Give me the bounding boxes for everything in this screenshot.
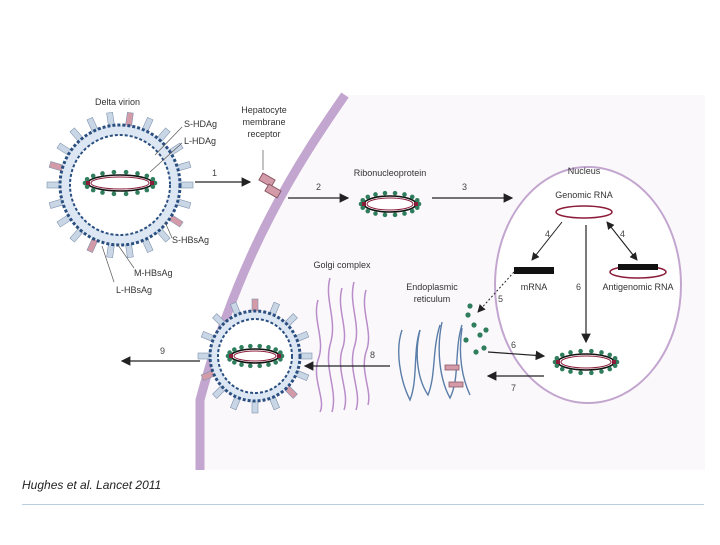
- label-delta-virion: Delta virion: [95, 97, 140, 107]
- mrna-bar: [514, 267, 554, 274]
- label-antigenomic-rna: Antigenomic RNA: [602, 282, 673, 292]
- golgi-complex: [315, 277, 370, 413]
- step-2: 2: [316, 182, 321, 192]
- label-l-hdag: L-HDAg: [184, 136, 216, 146]
- step-5: 5: [498, 294, 503, 304]
- label-ribonucleoprotein: Ribonucleoprotein: [354, 168, 427, 178]
- released-virion-rnp: [225, 343, 285, 369]
- step-8: 8: [370, 350, 375, 360]
- step-9: 9: [160, 346, 165, 356]
- arrow-step-4a: [531, 221, 563, 261]
- label-er-line1: Endoplasmic: [406, 282, 458, 292]
- step-7: 7: [511, 383, 516, 393]
- released-virion: [197, 298, 313, 414]
- delta-virion: [46, 111, 194, 259]
- step-1: 1: [212, 168, 217, 178]
- label-receptor-line3: receptor: [247, 129, 280, 139]
- ribonucleoprotein-complex: [358, 190, 422, 218]
- label-golgi-complex: Golgi complex: [313, 260, 371, 270]
- arrow-step-4b-back: [606, 221, 638, 261]
- er-vesicles: [463, 303, 489, 355]
- footer-rule: [22, 504, 704, 505]
- label-nucleus: Nucleus: [568, 166, 601, 176]
- nuclear-ribonucleoprotein: [552, 348, 620, 376]
- antigenomic-rna-ring: [609, 264, 667, 279]
- receptor-icon: [258, 172, 282, 199]
- label-receptor-line2: membrane: [242, 117, 285, 127]
- label-receptor-line1: Hepatocyte: [241, 105, 287, 115]
- arrow-step-6b: [487, 350, 546, 361]
- label-s-hdag: S-HDAg: [184, 119, 217, 129]
- label-l-hbsag: L-HBsAg: [116, 285, 152, 295]
- label-m-hbsag: M-HBsAg: [134, 268, 173, 278]
- endoplasmic-reticulum: [398, 321, 471, 402]
- step-6a: 6: [576, 282, 581, 292]
- label-mrna: mRNA: [521, 282, 548, 292]
- arrow-step-5: [477, 271, 515, 313]
- virion-ribonucleoprotein: [82, 169, 158, 197]
- genomic-rna-ring: [555, 205, 613, 219]
- label-s-hbsag: S-HBsAg: [172, 235, 209, 245]
- step-6b: 6: [511, 340, 516, 350]
- nucleus: [494, 166, 682, 404]
- label-genomic-rna: Genomic RNA: [555, 190, 613, 200]
- step-4a: 4: [545, 229, 550, 239]
- step-4b: 4: [620, 229, 625, 239]
- step-3: 3: [462, 182, 467, 192]
- label-er-line2: reticulum: [414, 294, 451, 304]
- leader-lines: [101, 126, 264, 283]
- citation: Hughes et al. Lancet 2011: [22, 478, 162, 492]
